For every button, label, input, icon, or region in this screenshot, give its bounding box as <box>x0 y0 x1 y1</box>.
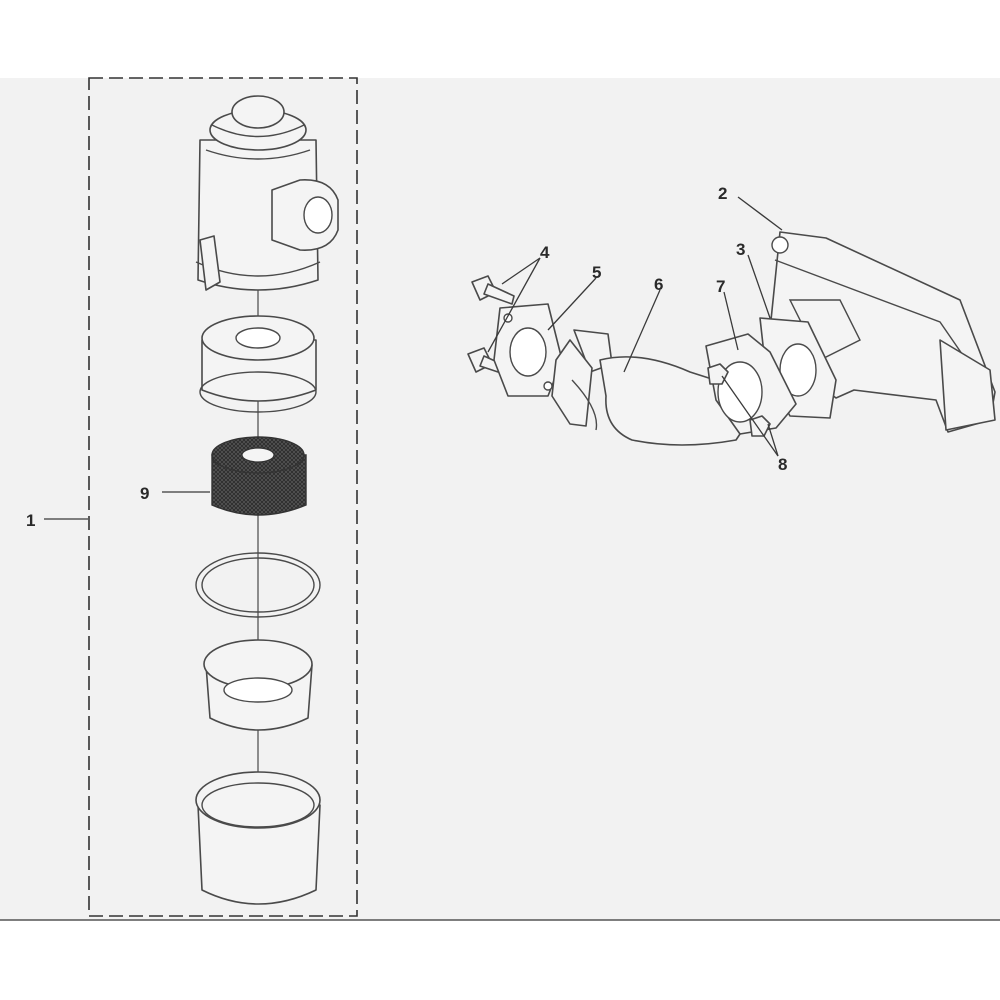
callout-3: 3 <box>736 240 745 259</box>
o-ring <box>195 552 321 618</box>
safety-element <box>199 315 317 413</box>
leader-lines <box>44 196 783 520</box>
callout-5: 5 <box>592 263 601 282</box>
dust-cup-outer <box>195 771 321 905</box>
filter-element <box>211 436 307 516</box>
nut-lower <box>749 415 771 437</box>
diagram-panel <box>0 78 1000 920</box>
callout-2: 2 <box>718 184 727 203</box>
assembly-dashed-box <box>88 77 358 917</box>
flange-gasket <box>493 303 563 397</box>
callout-6: 6 <box>654 275 663 294</box>
air-cleaner-housing <box>195 95 339 291</box>
nut-upper <box>707 363 729 385</box>
callout-7: 7 <box>716 277 725 296</box>
callout-9: 9 <box>140 484 149 503</box>
callout-4: 4 <box>540 243 550 262</box>
bolt-upper <box>471 275 515 305</box>
pipe-flange <box>705 333 797 435</box>
callout-1: 1 <box>26 511 35 530</box>
exhaust-elbow-pipe <box>551 329 757 446</box>
dust-cup-inner <box>203 639 313 731</box>
callout-8: 8 <box>778 455 787 474</box>
